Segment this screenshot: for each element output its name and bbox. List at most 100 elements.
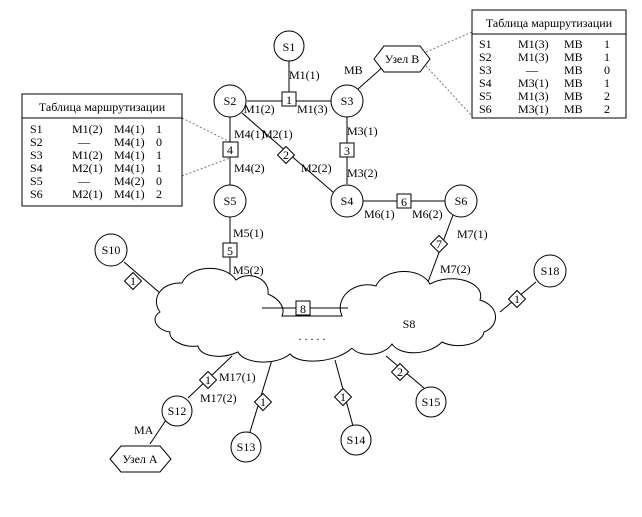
router-s10[interactable]: S10	[94, 233, 128, 267]
svg-text:M2(1): M2(1)	[72, 187, 103, 201]
svg-text:2: 2	[604, 89, 610, 103]
router-s13[interactable]: S13	[230, 431, 262, 463]
router-s4[interactable]: S4	[330, 184, 364, 218]
svg-text:M2(2): M2(2)	[301, 161, 332, 175]
svg-text:S5: S5	[30, 174, 43, 188]
svg-text:M4(2): M4(2)	[114, 174, 145, 188]
table-left-title: Таблица маршрутизации	[39, 100, 166, 114]
svg-text:MB: MB	[564, 50, 583, 64]
switch-7[interactable]: 7	[429, 234, 449, 254]
table-right-title: Таблица маршрутизации	[486, 16, 613, 30]
switch-2[interactable]: 2	[276, 145, 296, 165]
router-s3[interactable]: S3	[330, 84, 364, 118]
svg-text:M1(3): M1(3)	[518, 37, 549, 51]
svg-text:0: 0	[156, 135, 162, 149]
svg-text:M7(1): M7(1)	[457, 227, 488, 241]
table-right-rows: S1 M1(3) MB 1 S2 M1(3) MB 1 S3 — MB 0 S4…	[479, 37, 610, 116]
router-s6[interactable]: S6	[444, 184, 478, 218]
svg-text:M6(1): M6(1)	[364, 207, 395, 221]
table-row: S5 M1(3) MB 2	[479, 89, 610, 103]
network-s8-label: S8	[403, 317, 416, 331]
svg-text:S4: S4	[341, 194, 354, 208]
svg-text:M4(1): M4(1)	[114, 135, 145, 149]
host-node-b[interactable]: Узел В	[373, 45, 431, 73]
svg-text:M4(1): M4(1)	[114, 161, 145, 175]
port-labels: M1(1) M1(2) M1(3) M4(1) M2(1) M4(2) M2(2…	[200, 68, 488, 405]
svg-text:S3: S3	[30, 148, 43, 162]
table-row: S6 M3(1) MB 2	[479, 102, 610, 116]
svg-text:S1: S1	[479, 37, 492, 51]
switch-s14[interactable]: 1	[333, 387, 353, 407]
svg-text:S6: S6	[455, 194, 468, 208]
svg-text:M1(3): M1(3)	[518, 89, 549, 103]
table-pointers	[181, 31, 473, 177]
svg-text:M1(2): M1(2)	[72, 122, 103, 136]
table-row: S3 — MB 0	[479, 63, 610, 77]
svg-text:M2(1): M2(1)	[262, 127, 293, 141]
switch-s15[interactable]: 2	[390, 362, 410, 382]
svg-text:1: 1	[130, 274, 136, 288]
switch-s10[interactable]: 1	[123, 271, 143, 291]
router-s12[interactable]: S12	[161, 395, 193, 427]
table-row: S3 M1(2) M4(1) 1	[30, 148, 162, 162]
svg-text:S5: S5	[224, 194, 237, 208]
svg-text:1: 1	[604, 76, 610, 90]
cloud-dots: . . . . .	[299, 329, 326, 343]
svg-text:M5(1): M5(1)	[233, 226, 264, 240]
svg-text:S13: S13	[237, 440, 256, 454]
host-node-a[interactable]: Узел А	[109, 445, 172, 473]
table-row: S1 M1(3) MB 1	[479, 37, 610, 51]
svg-text:M1(3): M1(3)	[518, 50, 549, 64]
svg-text:1: 1	[286, 93, 292, 107]
svg-text:M5(2): M5(2)	[233, 263, 264, 277]
switch-s13[interactable]: 1	[253, 392, 273, 412]
addr-ma: MA	[134, 423, 154, 437]
svg-text:—: —	[77, 174, 91, 188]
svg-text:S18: S18	[541, 264, 560, 278]
switch-4[interactable]: 4	[222, 141, 239, 158]
svg-text:S3: S3	[479, 63, 492, 77]
svg-text:1: 1	[514, 292, 520, 306]
svg-text:MB: MB	[564, 63, 583, 77]
switch-s12[interactable]: 1	[198, 370, 218, 390]
svg-text:0: 0	[156, 174, 162, 188]
svg-text:S2: S2	[224, 94, 237, 108]
svg-text:S2: S2	[30, 135, 43, 149]
svg-text:1: 1	[156, 122, 162, 136]
svg-text:MB: MB	[564, 89, 583, 103]
router-s2[interactable]: S2	[213, 84, 247, 118]
svg-text:2: 2	[156, 187, 162, 201]
link-s12-nodea	[149, 419, 167, 445]
router-s1[interactable]: S1	[273, 30, 305, 62]
svg-text:2: 2	[397, 365, 403, 379]
svg-text:S3: S3	[341, 94, 354, 108]
switch-s18[interactable]: 1	[507, 289, 527, 309]
router-s18[interactable]: S18	[533, 254, 567, 288]
svg-text:M1(1): M1(1)	[289, 68, 320, 82]
svg-text:S6: S6	[479, 102, 492, 116]
svg-text:1: 1	[156, 161, 162, 175]
router-s5[interactable]: S5	[213, 184, 247, 218]
svg-text:0: 0	[604, 63, 610, 77]
svg-text:5: 5	[227, 244, 233, 258]
svg-text:S15: S15	[422, 395, 441, 409]
switch-8[interactable]: 8	[295, 300, 311, 316]
router-s15[interactable]: S15	[415, 386, 447, 418]
svg-text:M1(3): M1(3)	[297, 102, 328, 116]
table-row: S5 — M4(2) 0	[30, 174, 162, 188]
switch-1[interactable]: 1	[281, 91, 297, 107]
svg-text:S4: S4	[30, 161, 43, 175]
switch-5[interactable]: 5	[222, 242, 238, 258]
svg-text:MB: MB	[564, 37, 583, 51]
switch-3[interactable]: 3	[339, 142, 355, 158]
svg-text:1: 1	[604, 50, 610, 64]
routing-table-left: Таблица маршрутизации S1 M1(2) M4(1) 1 S…	[21, 93, 183, 207]
switch-6[interactable]: 6	[396, 193, 412, 209]
svg-text:M4(2): M4(2)	[234, 161, 265, 175]
router-s14[interactable]: S14	[340, 424, 372, 456]
svg-text:M6(2): M6(2)	[412, 207, 443, 221]
svg-text:3: 3	[344, 144, 350, 158]
svg-text:M1(2): M1(2)	[244, 102, 275, 116]
